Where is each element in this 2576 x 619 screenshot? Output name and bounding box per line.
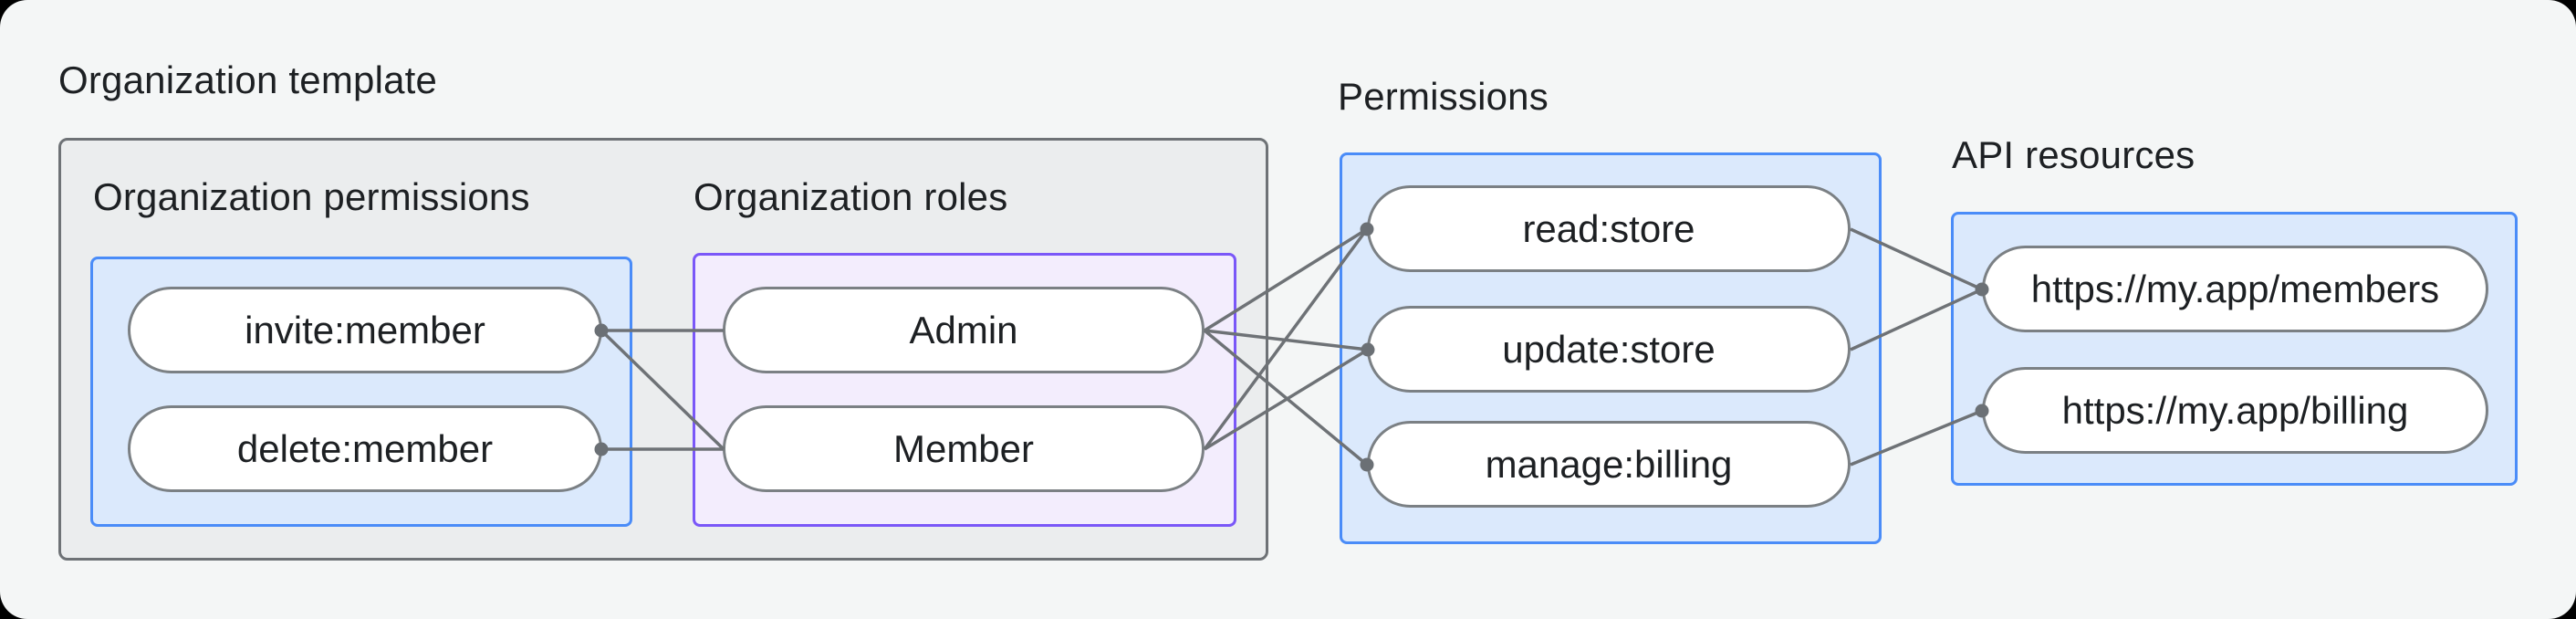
node-admin: Admin <box>723 287 1205 373</box>
permissions-heading: Permissions <box>1338 75 1549 118</box>
node-read-store: read:store <box>1367 185 1851 272</box>
node-api-billing: https://my.app/billing <box>1982 367 2488 454</box>
node-invite-member: invite:member <box>128 287 602 373</box>
org-permissions-heading: Organization permissions <box>93 175 530 218</box>
api-resources-heading: API resources <box>1952 133 2195 176</box>
org-roles-heading: Organization roles <box>694 175 1008 218</box>
node-update-store: update:store <box>1367 306 1851 393</box>
node-delete-member: delete:member <box>128 405 602 492</box>
diagram-title: Organization template <box>58 58 438 101</box>
node-member: Member <box>723 405 1205 492</box>
node-manage-billing: manage:billing <box>1367 421 1851 508</box>
node-api-members: https://my.app/members <box>1982 246 2488 332</box>
